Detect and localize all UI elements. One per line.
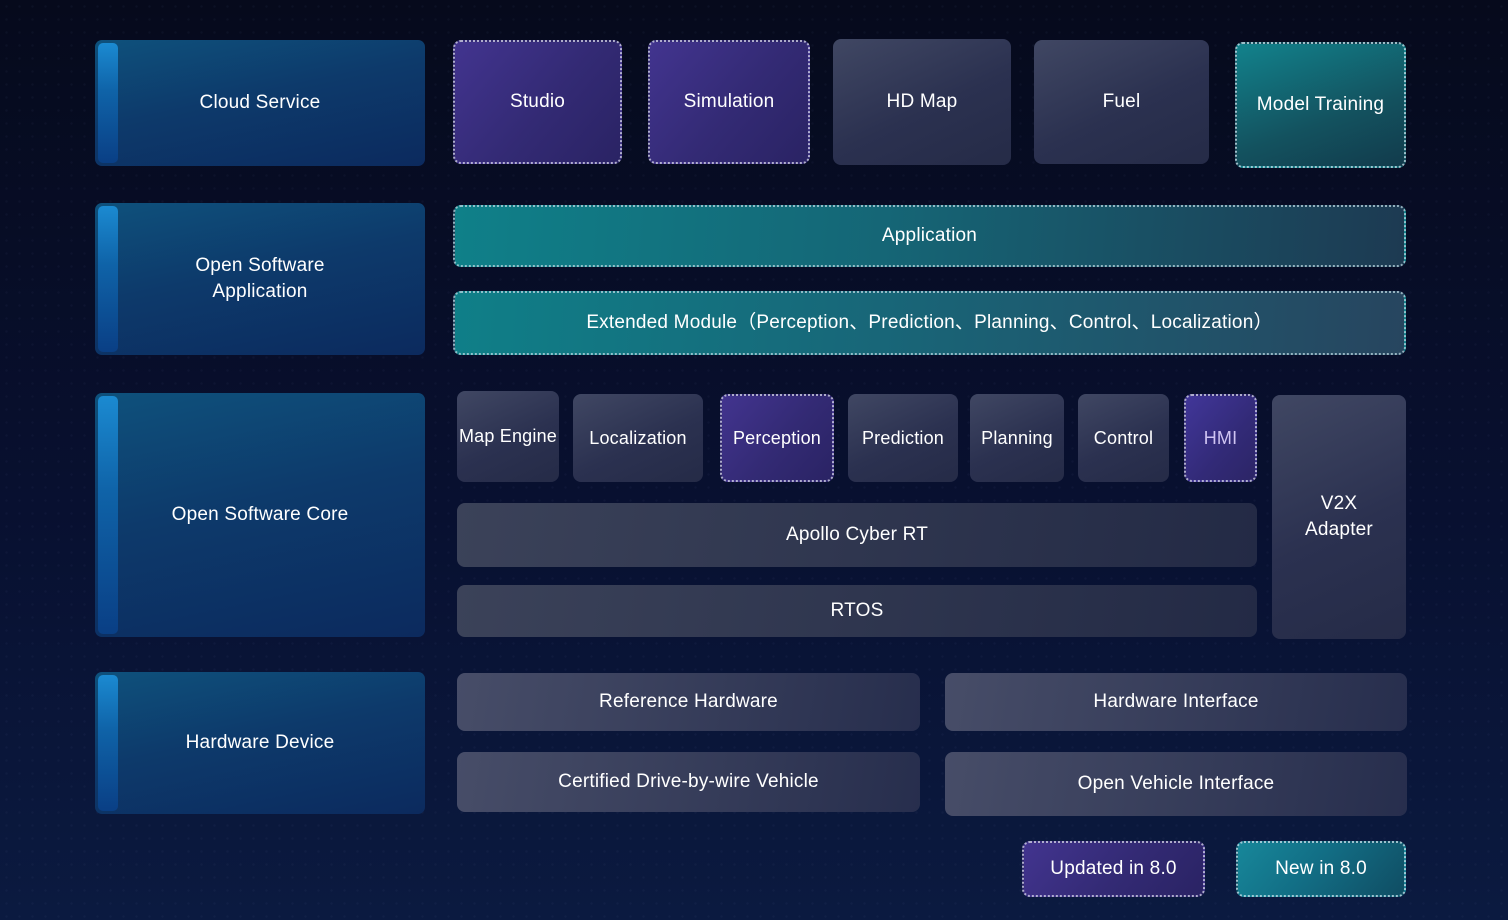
bar-label: Apollo Cyber RT [785,524,929,546]
box-hd-map: HD Map [833,39,1011,165]
box-label: Open Software Core [171,504,349,526]
box-studio: Studio [453,40,622,164]
box-cloud-service: Cloud Service [95,40,425,166]
bar-reference-hardware: Reference Hardware [457,673,920,731]
box-label: Map Engine [458,426,558,447]
box-label: Hardware Device [185,732,335,754]
box-label: HD Map [886,91,958,113]
bar-label: Open Vehicle Interface [1077,773,1275,795]
bar-label: Reference Hardware [599,691,778,713]
accent-stripe [98,43,118,163]
box-label: Localization [589,427,687,448]
bar-label: Application [881,225,978,247]
box-prediction: Prediction [848,394,958,482]
box-label: Simulation [683,91,775,113]
bar-label: Certified Drive-by-wire Vehicle [558,771,819,793]
bar-extended-module: Extended Module（Perception、Prediction、Pl… [453,291,1406,355]
box-hardware-device: Hardware Device [95,672,425,814]
box-perception: Perception [720,394,834,482]
box-localization: Localization [573,394,703,482]
box-open-software-application: Open Software Application [95,203,425,355]
legend-updated-in-8-0: Updated in 8.0 [1022,841,1205,897]
bar-apollo-cyber-rt: Apollo Cyber RT [457,503,1257,567]
box-map-engine: Map Engine [457,391,559,482]
box-label: Planning [981,427,1053,448]
bar-rtos: RTOS [457,585,1257,637]
box-open-software-core: Open Software Core [95,393,425,637]
bar-label: Extended Module（Perception、Prediction、Pl… [586,312,1273,334]
box-label: Studio [509,91,566,113]
bar-label: Hardware Interface [1093,691,1259,713]
bar-hardware-interface: Hardware Interface [945,673,1407,731]
bar-certified-drive-by-wire-vehicle: Certified Drive-by-wire Vehicle [457,752,920,812]
box-model-training: Model Training [1235,42,1406,168]
bar-application: Application [453,205,1406,267]
accent-stripe [98,396,118,634]
box-label: Perception [732,427,822,448]
box-label: Open Software Application [195,255,325,302]
box-label: Control [1093,427,1154,448]
box-label: V2X Adapter [1305,493,1373,540]
legend-label: New in 8.0 [1275,858,1367,880]
accent-stripe [98,206,118,352]
accent-stripe [98,675,118,811]
box-v2x-adapter: V2X Adapter [1272,395,1406,639]
box-label: Model Training [1256,94,1385,116]
box-label: Fuel [1102,91,1141,113]
box-control: Control [1078,394,1169,482]
box-planning: Planning [970,394,1064,482]
legend-new-in-8-0: New in 8.0 [1236,841,1406,897]
box-label: Prediction [861,427,945,448]
box-simulation: Simulation [648,40,810,164]
legend-label: Updated in 8.0 [1050,858,1177,880]
bar-open-vehicle-interface: Open Vehicle Interface [945,752,1407,816]
box-label: Cloud Service [199,92,321,114]
box-hmi: HMI [1184,394,1257,482]
box-label: HMI [1203,427,1238,448]
bar-label: RTOS [830,600,884,622]
box-fuel: Fuel [1034,40,1209,164]
